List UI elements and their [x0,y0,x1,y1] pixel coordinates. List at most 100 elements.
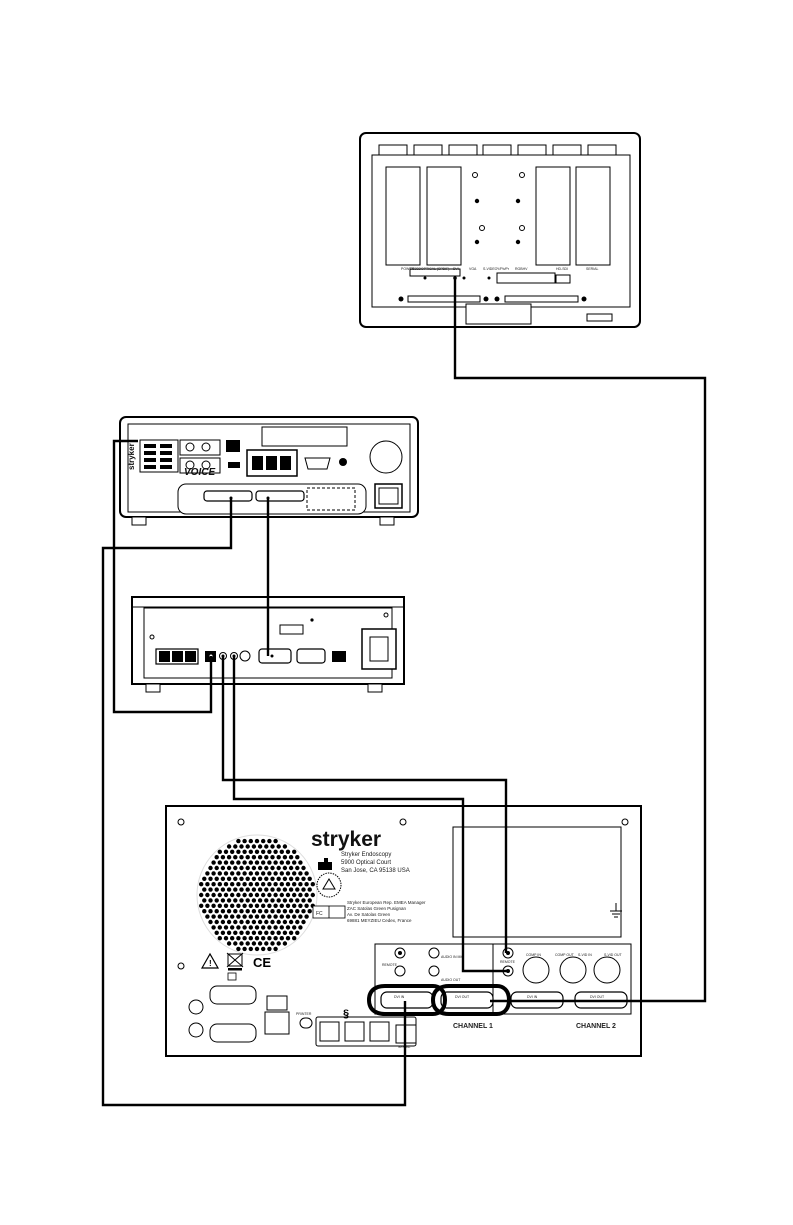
fan-hole [220,909,226,914]
fan-hole [261,903,266,908]
fan-hole [304,914,309,919]
fan-hole [226,844,232,849]
fan-hole [282,898,288,903]
fan-hole [307,898,312,903]
fan-hole [285,925,291,930]
fan-hole [298,925,303,930]
middle-dvi-in-port[interactable] [270,654,274,658]
remote-port-label: REMOTE [382,963,398,967]
fan-hole [217,882,222,887]
fan-hole [267,860,272,865]
fan-hole [245,876,250,881]
fan-hole [242,871,247,876]
monitor-label-dvi: DVI [453,267,459,271]
fan-hole [251,855,257,860]
fan-hole [220,887,226,892]
fan-hole [292,925,297,930]
fan-hole [254,892,260,898]
fan-hole [261,849,266,854]
fan-hole [214,930,219,935]
fan-hole [239,898,244,903]
fan-hole [261,914,266,919]
fan-hole [245,898,250,903]
fan-hole [254,882,260,887]
fan-hole [217,903,222,908]
fan-hole [233,930,238,935]
fan-hole [220,876,226,881]
fan-hole [273,946,278,952]
fan-hole [236,903,241,908]
fan-hole [257,930,263,935]
fan-hole [233,909,238,914]
warning-icon: ! [209,959,212,968]
fan-hole [223,914,229,919]
fan-hole [242,860,247,865]
fan-hole [217,860,222,865]
fan-hole [242,849,247,854]
sdc-remote-port[interactable] [398,951,402,955]
fan-hole [242,903,247,908]
fan-hole [230,892,235,898]
fan-hole [199,882,204,887]
fan-hole [208,909,213,914]
fan-hole [273,882,278,887]
fan-hole [295,865,300,871]
dvi-out-2-label: DVI OUT [590,995,605,999]
sdc-dvi-in-1-port[interactable] [366,984,448,1016]
fan-hole [270,876,275,881]
fan-hole [282,887,288,892]
fan-hole [226,887,232,892]
fan-hole [295,887,300,892]
fan-hole [248,871,253,876]
fan-hole [223,936,229,941]
fan-hole [279,903,284,908]
fan-hole [298,882,303,887]
fan-hole [202,898,207,903]
fan-hole [307,876,312,881]
fan-hole [214,909,219,914]
fan-hole [223,871,229,876]
fan-hole [214,898,219,903]
fan-hole [251,898,257,903]
fan-hole [304,903,309,908]
fan-hole [211,914,216,919]
fan-hole [307,887,312,892]
fan-hole [273,914,278,919]
fan-hole [279,849,284,854]
audio-in-mic-label: AUDIO IN MIC [441,955,464,959]
fan-hole [205,871,210,876]
fan-hole [223,892,229,898]
fan-hole [261,936,266,941]
fan-hole [257,865,263,871]
monitor-label-power: POWER [401,267,415,271]
fan-hole [285,936,291,941]
fan-hole [270,887,275,892]
fan-hole [239,919,244,925]
monitor-label-svideo: S-VIDEO [483,267,498,271]
fan-hole [245,941,250,946]
fan-hole [276,887,281,892]
fan-hole [245,865,250,871]
fan-hole [248,838,253,844]
fan-hole [233,919,238,925]
fan-hole [264,930,269,935]
fan-hole [270,898,275,903]
fan-hole [267,936,272,941]
fan-hole [220,898,226,903]
fan-hole [292,860,297,865]
fan-hole [233,844,238,849]
fan-hole [245,855,250,860]
fan-hole [220,930,226,935]
channel-1-label: CHANNEL 1 [453,1023,493,1030]
fan-hole [248,860,253,865]
fan-hole [270,865,275,871]
fan-hole [199,903,204,908]
fan-hole [236,882,241,887]
fan-hole [217,936,222,941]
fan-hole [242,914,247,919]
fan-hole [223,903,229,908]
fan-hole [292,936,297,941]
fan-hole [230,925,235,930]
fan-hole [254,903,260,908]
fan-hole [295,919,300,925]
